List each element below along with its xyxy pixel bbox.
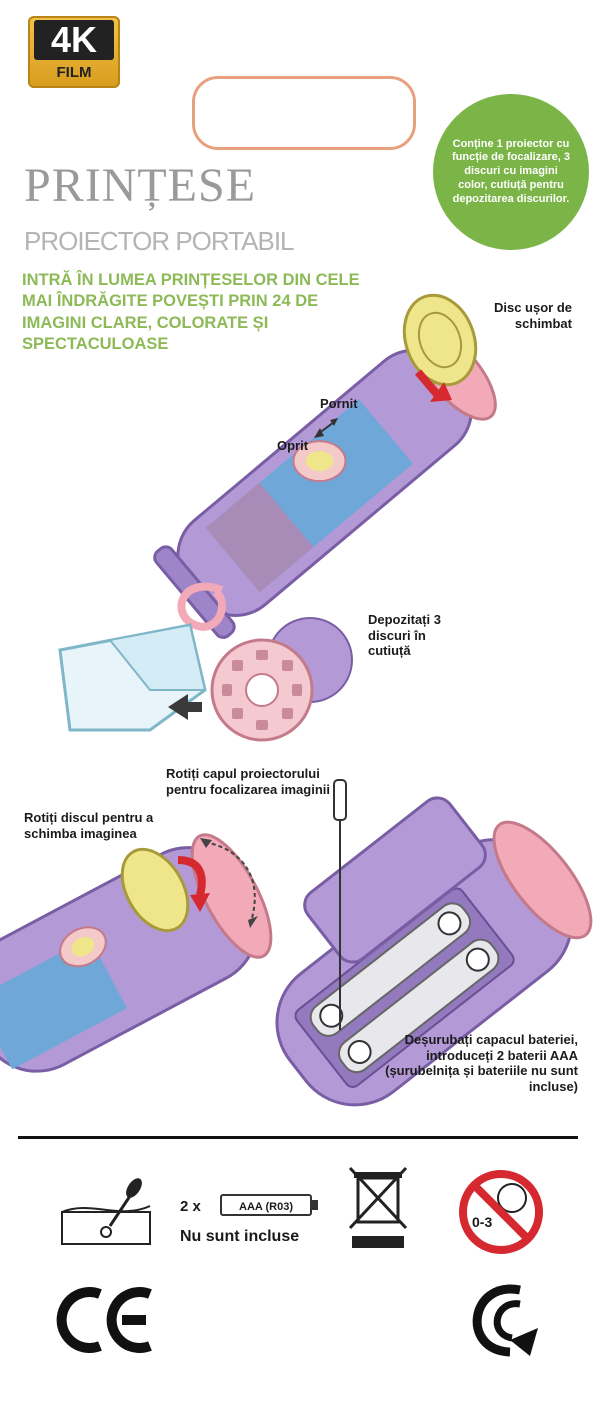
ce-mark-icon — [56, 1287, 152, 1353]
badge-film-text: FILM — [56, 64, 92, 81]
product-title: PRINȚESE — [24, 159, 257, 212]
age-warning-icon — [459, 1170, 543, 1254]
off-label: Oprit — [277, 438, 309, 453]
disc-storage-box — [58, 623, 207, 732]
projector-battery-illustration — [275, 779, 593, 1107]
rotate-disc-label: Rotiți discul pentru a schimba imaginea — [24, 810, 154, 841]
rotate-head-label: Rotiți capul proiectorului pentru focali… — [166, 766, 330, 797]
section-divider — [18, 1136, 578, 1139]
battery-not-included: Nu sunt incluse — [180, 1228, 300, 1245]
projector-top-illustration — [153, 293, 497, 639]
battery-count: 2 x — [180, 1198, 201, 1215]
product-subtitle: PROIECTOR PORTABIL — [24, 226, 295, 256]
battery-instructions-label: Deșurubați capacul bateriei, introduceți… — [385, 1032, 578, 1094]
weee-bin-icon — [348, 1166, 408, 1248]
stacked-discs — [210, 617, 353, 742]
disc-top — [402, 293, 478, 387]
on-label: Pornit — [320, 396, 358, 411]
projector-focus-illustration — [0, 833, 273, 1073]
hang-tab-outline — [192, 76, 416, 150]
contents-info-circle: Conține 1 proiector cu funcție de focali… — [433, 94, 589, 250]
age-warning-text: 0-3 — [472, 1214, 493, 1230]
screwdriver-battery-icon — [61, 1178, 151, 1245]
store-discs-label: Depozitați 3 discuri în cutiuță — [368, 612, 441, 659]
battery-tip — [312, 1200, 318, 1210]
disc-change-label: Disc ușor de schimbat — [493, 300, 572, 331]
product-tagline: INTRĂ ÎN LUMEA PRINȚESELOR DIN CELE MAI … — [22, 271, 360, 354]
recycling-mark-icon — [472, 1284, 538, 1357]
badge-4k-text: 4K — [34, 20, 114, 60]
battery-type-box: AAA (R03) — [220, 1194, 312, 1216]
4k-film-badge: 4K FILM — [28, 16, 120, 88]
